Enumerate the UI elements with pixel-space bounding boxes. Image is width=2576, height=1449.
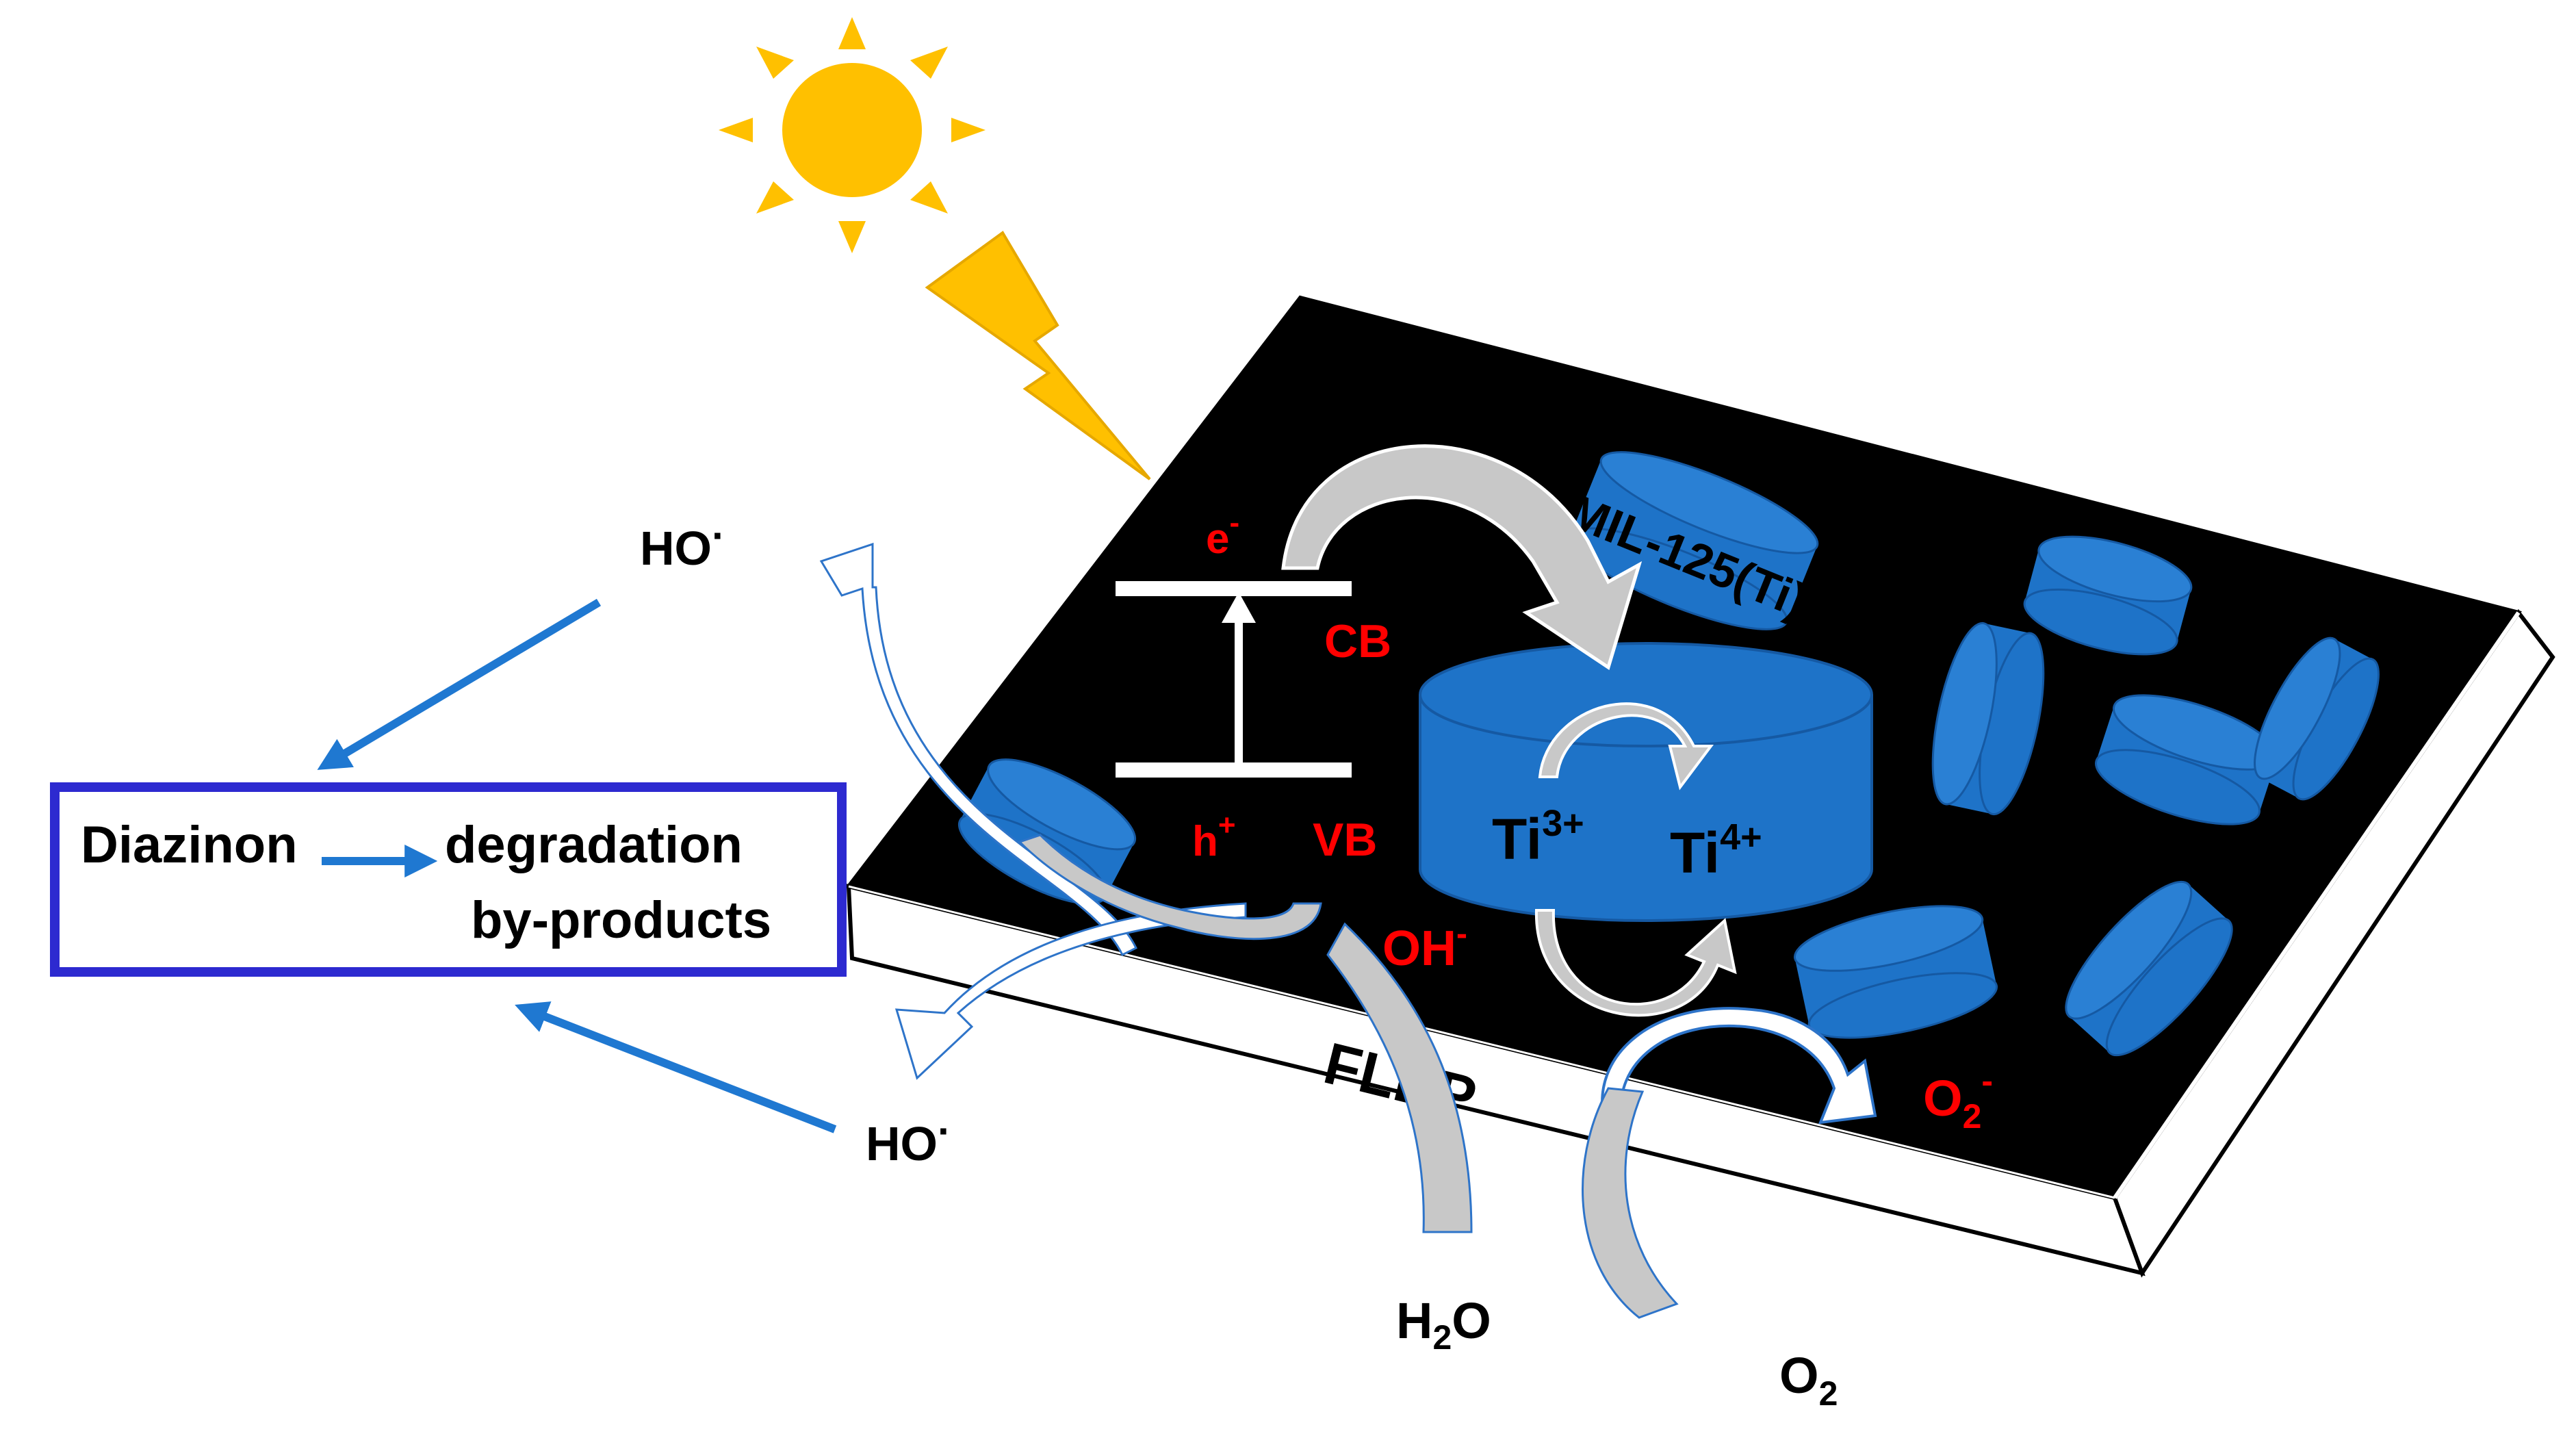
mof-particles: MIL-125(Ti) <box>957 451 2380 1057</box>
ti-cycle-lower-arrow <box>1534 909 1737 1017</box>
ti-cycle-upper-arrow <box>1538 702 1714 791</box>
arrow-ho-bottom-to-box <box>515 1001 837 1133</box>
ti4-label: Ti4+ <box>1670 817 1762 885</box>
o2-curved-arrow <box>1582 1087 1679 1319</box>
hollow-arrow-to-o2-radical <box>1601 1007 1877 1125</box>
lightning-bolt-icon <box>925 231 1151 480</box>
mof-disk <box>2023 535 2193 656</box>
mof-disk <box>2065 880 2233 1057</box>
band-gap-diagram <box>1116 581 1352 778</box>
mof-disk <box>2254 637 2380 801</box>
diazinon-degradation-box: Diazinon degradation by-products <box>50 782 847 977</box>
vb-label: VB <box>1313 814 1377 866</box>
electron-transfer-arrow <box>1281 444 1643 670</box>
sun-icon <box>719 17 986 253</box>
electron-label: e- <box>1206 506 1239 563</box>
mof-disk <box>1793 905 1998 1039</box>
o2-label: O2 <box>1779 1347 1838 1413</box>
mof-disk <box>1931 621 2045 816</box>
o2-radical-label: O2- <box>1923 1062 1993 1136</box>
ti3-label: Ti3+ <box>1492 803 1584 871</box>
mof-disk <box>2094 694 2279 825</box>
hole-label: h+ <box>1192 808 1236 865</box>
ho-bottom-label: HO· <box>866 1108 951 1170</box>
h2o-label: H2O <box>1396 1292 1491 1357</box>
byproducts-label: by-products <box>471 891 771 949</box>
diazinon-label: Diazinon <box>81 816 298 874</box>
arrow-ho-top-to-box <box>317 598 602 770</box>
ho-top-label: HO· <box>640 513 725 575</box>
ti-center-disk <box>1419 642 1873 922</box>
degradation-label: degradation <box>445 816 743 874</box>
cb-label: CB <box>1324 615 1391 667</box>
oh-label: OH- <box>1382 916 1467 976</box>
h2o-curved-arrow <box>1018 834 1473 1233</box>
